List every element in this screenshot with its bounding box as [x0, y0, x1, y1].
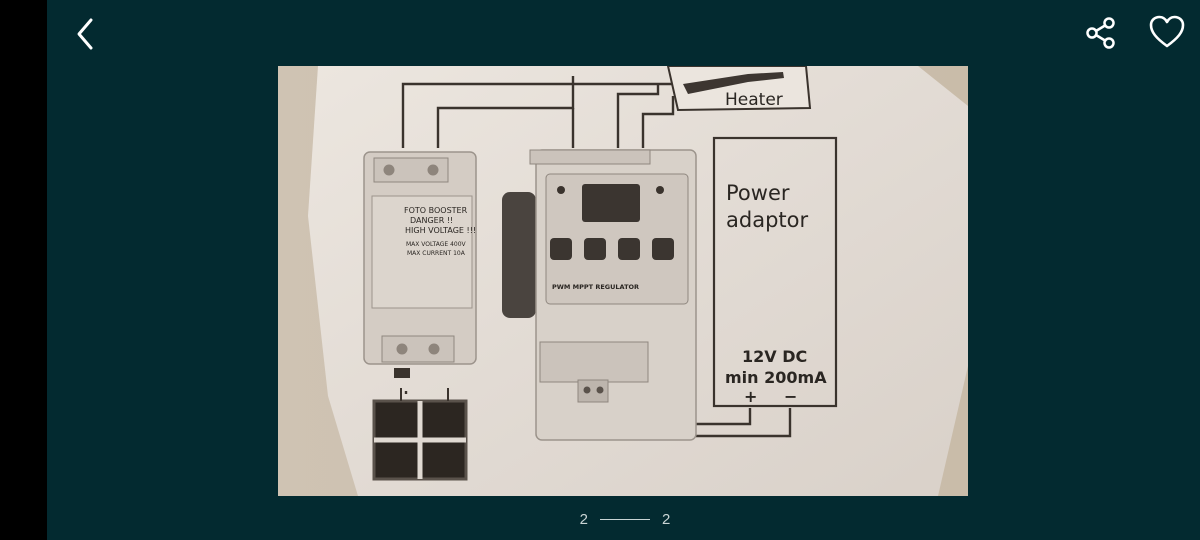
pwm-mppt-regulator: PWM MPPT REGULATOR — [529, 149, 697, 441]
heart-icon — [1149, 15, 1185, 48]
total-page-count: 2 — [662, 510, 671, 528]
power-adaptor-line1: Power — [726, 181, 790, 205]
back-button[interactable] — [70, 14, 102, 54]
booster-title: FOTO BOOSTER — [404, 206, 468, 215]
heater-label: Heater — [725, 90, 783, 110]
pagination-indicator: 2 2 — [560, 508, 690, 530]
voltage-label: 12V DC — [742, 347, 807, 366]
booster-high-voltage: HIGH VOLTAGE !!! — [405, 226, 476, 235]
current-label: min 200mA — [725, 368, 827, 387]
heater-box: Heater — [666, 66, 812, 112]
power-adaptor-line2: adaptor — [726, 208, 808, 232]
chevron-left-icon — [77, 18, 93, 50]
din-rail-clip — [502, 192, 536, 318]
foto-booster-module: FOTO BOOSTER DANGER !! HIGH VOLTAGE !!! … — [363, 151, 477, 378]
booster-danger: DANGER !! — [410, 216, 453, 225]
plus-terminal-label: + — [744, 387, 757, 406]
share-icon — [1086, 17, 1115, 49]
power-adaptor-box: Power adaptor 12V DC min 200mA + − — [712, 136, 838, 408]
share-button[interactable] — [1082, 14, 1120, 52]
booster-max-voltage: MAX VOLTAGE 400V — [406, 241, 467, 248]
booster-max-current: MAX CURRENT 10A — [407, 250, 466, 257]
pager-divider — [600, 518, 650, 520]
current-page-number: 2 — [579, 510, 588, 528]
wiring-diagram-photo[interactable]: Heater Power adaptor 12V DC min 200mA + … — [278, 66, 968, 496]
regulator-name: PWM MPPT REGULATOR — [552, 283, 639, 291]
solar-panel — [372, 388, 468, 481]
favorite-button[interactable] — [1146, 12, 1188, 52]
wiring-diagram: Heater Power adaptor 12V DC min 200mA + … — [278, 66, 968, 496]
minus-terminal-label: − — [784, 387, 797, 406]
